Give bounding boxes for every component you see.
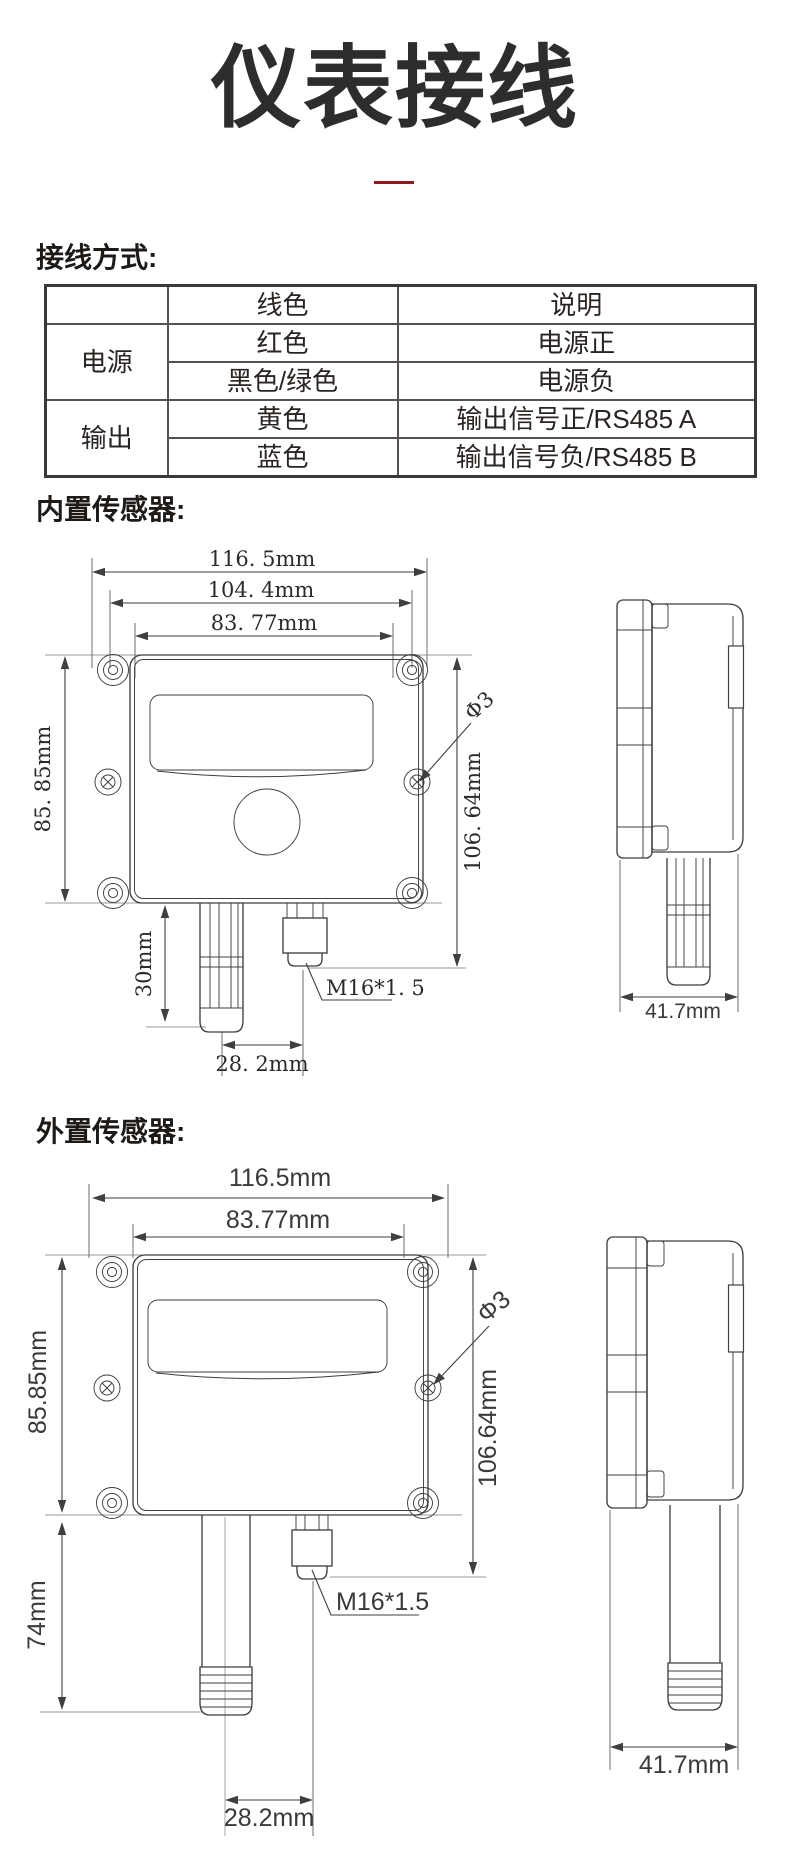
external-sensor-drawing: 116.5mm 83.77mm 85.85mm 106.64mm Φ3 M16*… [23,1164,745,1836]
description-cell: 电源负 [396,361,757,401]
dim-hole-diameter: Φ3 [460,687,499,725]
wiring-table: 线色 说明 电源 红色 电源正 黑色/绿色 电源负 输出 黄色 输出信号正/RS… [44,284,757,478]
sensor-probe-side [666,858,711,986]
dim-probe-length: 74mm [23,1580,51,1649]
dim-width-mid: 104. 4mm [208,578,315,602]
group-output-label: 输出 [44,399,169,478]
mounting-plate [606,1236,648,1509]
front-view [93,1254,442,1716]
external-probe [199,1515,253,1716]
wire-color-cell: 蓝色 [166,437,399,478]
rail-clip [727,1284,745,1353]
dim-probe-length: 30mm [132,931,156,998]
middle-screw-holes [93,1374,442,1402]
dim-gland-thread: M16*1.5 [336,1588,429,1616]
dim-height-right: 106. 64mm [461,752,485,872]
description-cell: 输出信号正/RS485 A [396,399,757,439]
dim-height-left: 85.85mm [24,1330,52,1434]
sensor-opening [233,788,301,856]
front-view [94,654,431,1033]
dim-width-inner: 83.77mm [226,1206,330,1234]
external-section-heading: 外置传感器: [36,1116,186,1147]
builtin-section-heading: 内置传感器: [36,494,186,525]
dim-width-outer: 116.5mm [229,1164,331,1192]
case-outline [132,1254,429,1516]
header-description: 说明 [396,284,757,325]
wire-color-cell: 黄色 [166,399,399,439]
case-body [646,1240,744,1501]
dim-width-inner: 83. 77mm [211,611,318,635]
external-probe-side [667,1505,723,1711]
corner-screw-holes [97,654,428,909]
table-row: 黑色/绿色 电源负 [46,361,757,401]
sensor-probe [199,903,244,1033]
dim-case-depth: 41.7mm [645,1000,721,1023]
wire-color-cell: 黑色/绿色 [166,361,399,401]
description-cell: 输出信号负/RS485 B [396,437,757,478]
table-row: 蓝色 输出信号负/RS485 B [46,437,757,478]
dim-probe-offset: 28.2mm [224,1804,314,1832]
side-view [606,1236,745,1711]
case-inner-line [134,659,419,899]
mounting-plate [616,599,653,859]
cable-gland [282,902,328,967]
dim-hole-diameter: Φ3 [472,1285,516,1328]
display-window [147,1299,388,1380]
page-title: 仪表接线 [211,39,579,139]
dim-height-left: 85. 85mm [31,726,55,833]
group-power-label: 电源 [44,323,169,401]
wiring-section-heading: 接线方式: [36,242,158,273]
extension-lines [88,1184,739,1836]
extension-lines [91,558,739,1076]
guide-lines [45,654,472,1028]
cable-gland [291,1514,333,1580]
dimension-lines [57,1193,738,1805]
description-cell: 电源正 [396,323,757,363]
header-empty-cell [44,284,169,325]
dim-height-right: 106.64mm [474,1369,502,1487]
corner-screw-holes [96,1256,439,1519]
header-wire-color: 线色 [166,284,399,325]
builtin-sensor-drawing: 116. 5mm 104. 4mm 83. 77mm 85. 85mm 106.… [31,547,745,1076]
dimension-lines [60,567,738,1050]
case-outline [129,654,424,904]
dim-probe-offset: 28. 2mm [215,1052,308,1076]
side-view [616,599,745,986]
middle-screw-holes [94,768,431,796]
dim-gland-thread: M16*1. 5 [326,976,425,1000]
display-window [149,694,374,778]
table-row: 输出 黄色 输出信号正/RS485 A [44,399,757,478]
title-underline [374,181,414,184]
case-body [651,603,744,853]
dim-width-outer: 116. 5mm [209,547,316,571]
table-header-row: 线色 说明 [44,284,757,325]
case-inner-line [137,1259,424,1511]
rail-clip [727,645,745,709]
table-row: 电源 红色 电源正 [44,323,757,401]
dim-case-depth: 41.7mm [639,1751,729,1779]
wire-color-cell: 红色 [166,323,399,363]
guide-lines [40,1254,486,1836]
